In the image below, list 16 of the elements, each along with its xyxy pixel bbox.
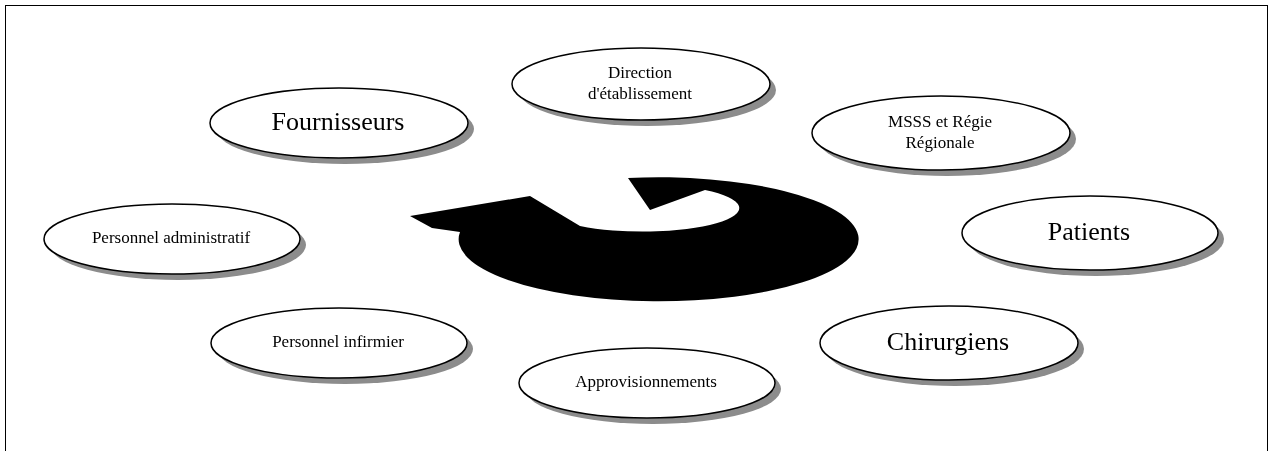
- node-label: Chirurgiens: [886, 325, 1010, 358]
- node-label: Direction d'établissement: [586, 61, 694, 105]
- stakeholder-ellipse: [960, 194, 1226, 278]
- node-label: Approvisionnements: [575, 371, 717, 393]
- node-label: Fournisseurs: [271, 105, 405, 138]
- stakeholder-ellipse: [209, 306, 475, 386]
- stakeholder-ellipse: [42, 202, 308, 282]
- node-label: Personnel administratif: [91, 227, 251, 249]
- stakeholder-ellipse: [517, 346, 783, 426]
- node-label: Personnel infirmier: [272, 331, 404, 353]
- stakeholder-ellipse: [818, 304, 1086, 388]
- stakeholder-ellipse: [810, 94, 1078, 178]
- node-label: Patients: [1047, 215, 1131, 248]
- stakeholder-ellipse: [510, 46, 778, 128]
- stakeholder-ellipse: [208, 86, 476, 166]
- node-label: MSSS et Régie Régionale: [887, 110, 993, 154]
